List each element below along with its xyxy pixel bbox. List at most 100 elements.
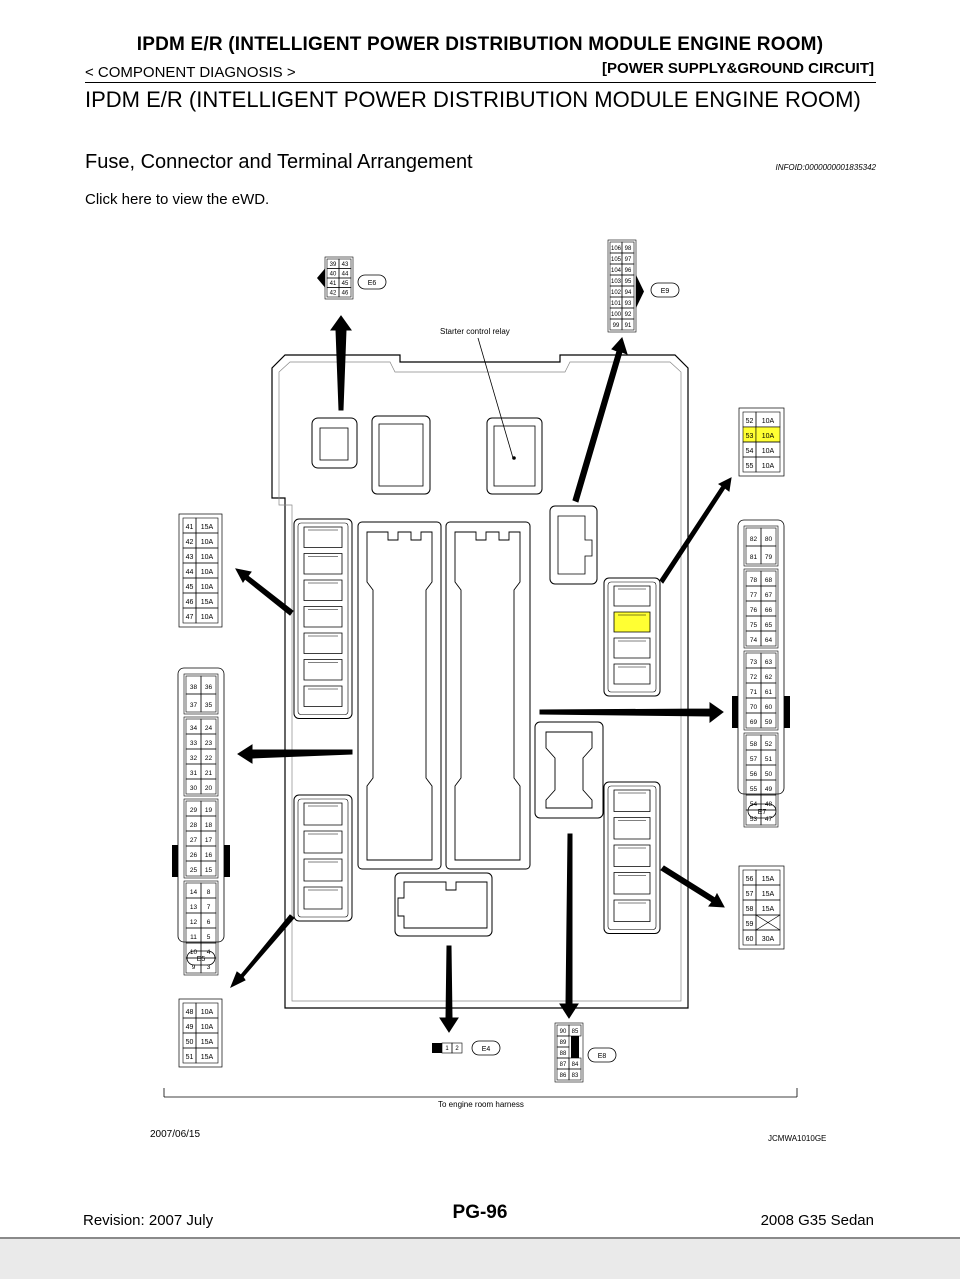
pin-number: 27 [190, 837, 198, 844]
pin-number: 97 [625, 257, 632, 263]
fuse-number: 49 [186, 1024, 194, 1031]
footer-page-number: PG-96 [452, 1202, 508, 1223]
pin-number: 5 [207, 934, 211, 941]
pin-number: 86 [560, 1073, 567, 1079]
pin-number: 28 [190, 822, 198, 829]
fuse-rating-cell [195, 1047, 219, 1064]
pin-number: 44 [342, 271, 349, 277]
pin-number: 100 [611, 312, 622, 318]
pin-number: 50 [765, 771, 773, 778]
pin-number: 4 [207, 949, 211, 956]
pin-number: 49 [765, 786, 773, 793]
pin-number: 8 [207, 889, 211, 896]
pin-number: 56 [750, 771, 758, 778]
pin-number: 90 [560, 1029, 567, 1035]
pin-number: 74 [750, 637, 758, 644]
starter-relay-label: Starter control relay [440, 327, 510, 336]
pin-number: 57 [750, 756, 758, 763]
fuse-rating: 15A [762, 906, 775, 913]
pin-number-cell [568, 1068, 582, 1081]
pin-number-cell [760, 545, 777, 565]
pin-number: 98 [625, 246, 632, 252]
page-header-title: IPDM E/R (INTELLIGENT POWER DISTRIBUTION… [136, 34, 824, 55]
fuse-rating: 10A [762, 448, 775, 455]
pin-number-cell [760, 712, 777, 729]
fuse-slot [613, 663, 651, 685]
header-rule [85, 82, 876, 83]
pin-number: 68 [765, 577, 773, 584]
arrow-to-e7 [539, 702, 724, 724]
pin-number: 99 [613, 323, 620, 329]
fuse-slot [613, 585, 651, 607]
pin-number: 30 [190, 785, 198, 792]
pin-number: 1 [445, 1046, 449, 1052]
pointer-arrows [230, 315, 732, 1033]
fuse-number: 43 [186, 554, 194, 561]
fuse-rating: 15A [201, 599, 214, 606]
pin-number-cell [200, 778, 217, 795]
pin-number: 78 [750, 577, 758, 584]
fuse-slot [303, 632, 343, 654]
arrow-to-right-fuses [659, 477, 732, 584]
pin-number: 61 [765, 689, 773, 696]
pin-number-cell [451, 1042, 463, 1054]
pin-number: 70 [750, 704, 758, 711]
fuse-number: 59 [746, 921, 754, 928]
fuse-number: 48 [186, 1009, 194, 1016]
pin-number: 47 [765, 816, 773, 823]
pin-number: 64 [765, 637, 773, 644]
fuse-rating: 10A [762, 433, 775, 440]
pin-number: 84 [572, 1062, 579, 1068]
fusible-link-block-1 [357, 521, 442, 870]
fuse-rating: 30A [762, 936, 775, 943]
fuse-number: 47 [186, 614, 194, 621]
fuse-slot [613, 817, 651, 840]
page-edge [0, 1237, 960, 1239]
fuse-rating: 10A [201, 614, 214, 621]
arrow-to-e5 [237, 744, 353, 764]
pin-number: 36 [205, 684, 213, 691]
fuse-rating: 10A [201, 539, 214, 546]
fusible-link-block-2 [445, 521, 531, 870]
pin-number: 71 [750, 689, 758, 696]
pin-number: 81 [750, 554, 758, 561]
connector-label: E5 [197, 956, 206, 963]
pin-number: 15 [205, 867, 213, 874]
ewd-link[interactable]: Click here to view the eWD. [85, 191, 270, 208]
ipdm-housing-inner [278, 361, 682, 1002]
pin-number: 62 [765, 674, 773, 681]
fuse-rating: 10A [201, 1024, 214, 1031]
pin-number: 88 [560, 1051, 567, 1057]
pin-number: 55 [750, 786, 758, 793]
pin-number-cell [760, 809, 777, 826]
fuse-number: 58 [746, 906, 754, 913]
fuse-bank-right-top [603, 577, 661, 697]
pin-number: 105 [611, 257, 622, 263]
pin-number: 72 [750, 674, 758, 681]
pin-number: 39 [330, 262, 337, 268]
pin-number: 12 [190, 919, 198, 926]
fuse-rating: 10A [201, 569, 214, 576]
pin-number: 37 [190, 702, 198, 709]
pin-number: 52 [765, 741, 773, 748]
pin-number: 94 [625, 290, 632, 296]
section-tag: [POWER SUPPLY&GROUND CIRCUIT] [602, 60, 874, 77]
pin-number: 22 [205, 755, 213, 762]
pin-number-cell [338, 287, 352, 298]
fuse-rating: 15A [762, 891, 775, 898]
fuse-slot [613, 872, 651, 895]
fuse-rating: 15A [201, 524, 214, 531]
fuse-slot [303, 606, 343, 628]
starter-control-relay [486, 417, 543, 495]
fuse-number: 45 [186, 584, 194, 591]
arrow-to-e9 [572, 337, 628, 503]
arrow-to-left-bottom-fuses [230, 914, 295, 989]
fuse-rating: 15A [201, 1054, 214, 1061]
fuse-slot [303, 802, 343, 826]
fuse-bank-left-bottom [293, 794, 353, 922]
fuse-bank-left-top [293, 518, 353, 719]
